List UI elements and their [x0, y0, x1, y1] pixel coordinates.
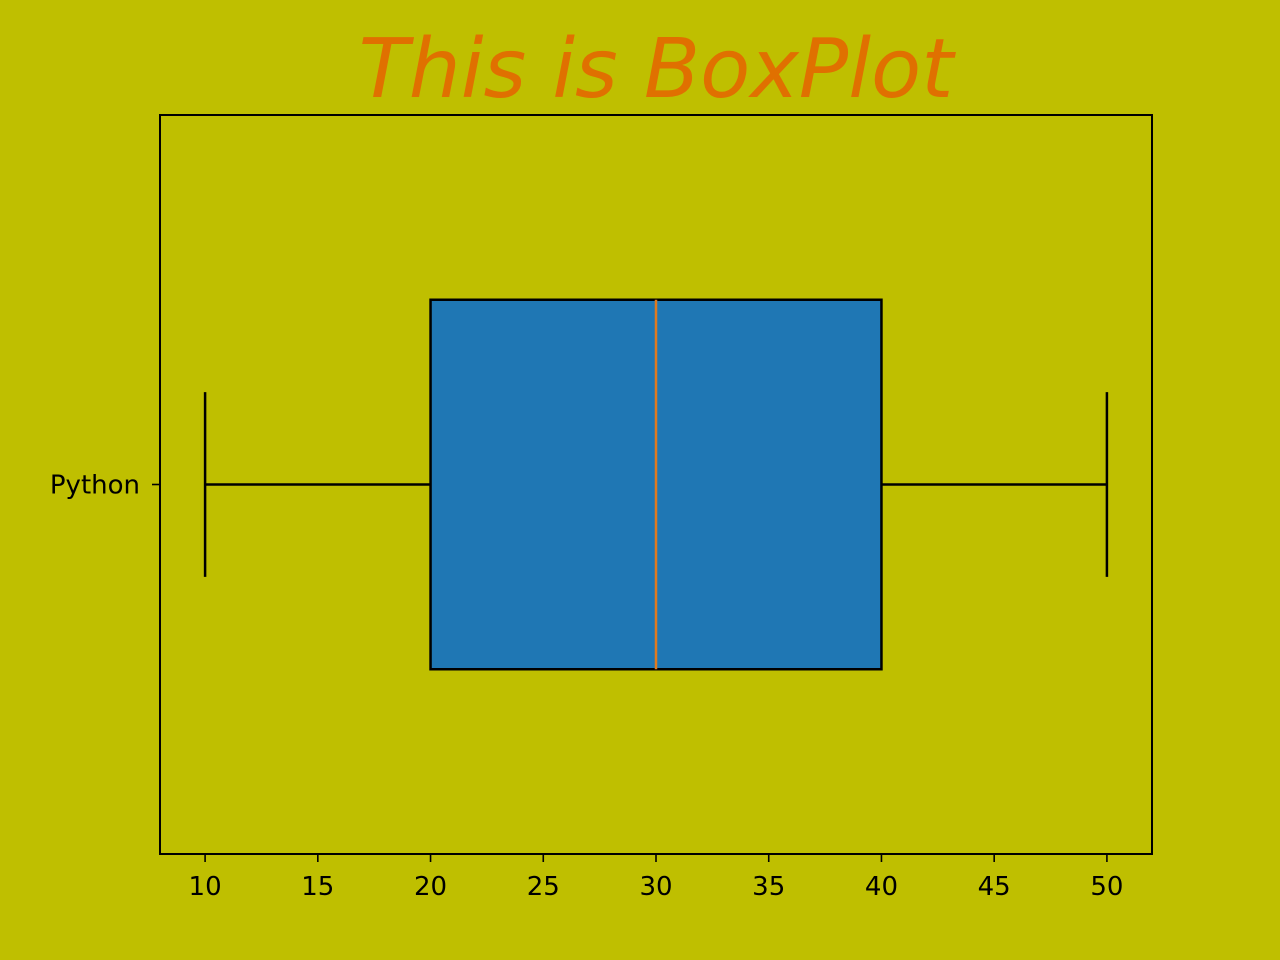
- chart-title: This is BoxPlot: [359, 22, 957, 117]
- x-tick-label: 50: [1090, 872, 1123, 902]
- x-tick-label: 45: [978, 872, 1011, 902]
- plot-area: Python 10 15 20 25 30 35 40 45 50: [50, 114, 1153, 902]
- x-tick-label: 35: [752, 872, 785, 902]
- x-tick-label: 40: [865, 872, 898, 902]
- x-tick-label: 25: [527, 872, 560, 902]
- x-tick-label: 10: [189, 872, 222, 902]
- y-tick-label: Python: [50, 471, 140, 501]
- x-tick-label: 30: [639, 872, 672, 902]
- x-tick-label: 15: [301, 872, 334, 902]
- x-tick-label: 20: [414, 872, 447, 902]
